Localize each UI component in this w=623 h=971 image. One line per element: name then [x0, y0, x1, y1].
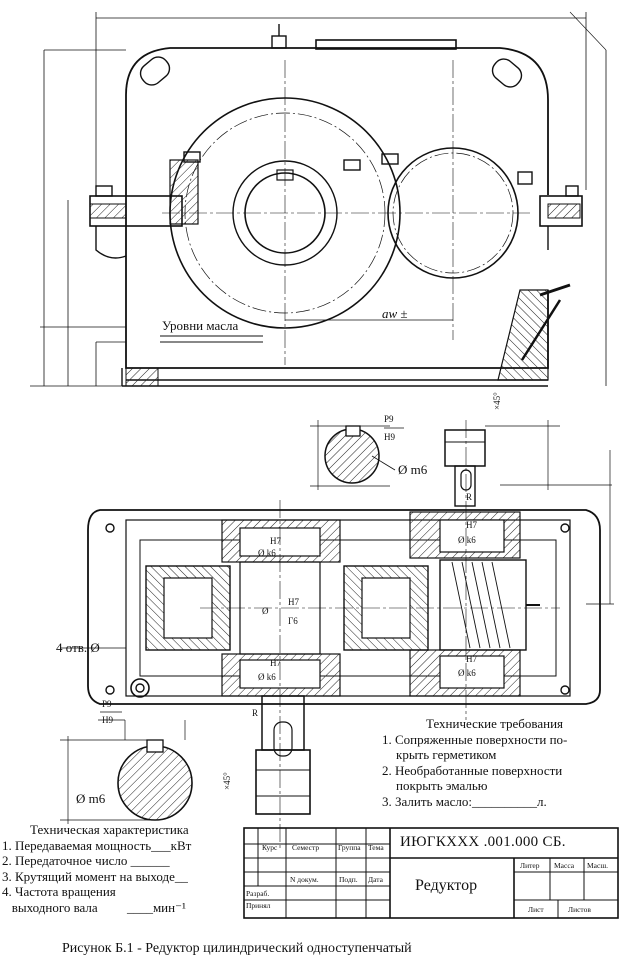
tech-char-5: выходного вала ____мин⁻¹ — [2, 899, 186, 915]
p9-label-top: P9 — [384, 414, 394, 424]
m6-label-bottom: Ø m6 — [76, 791, 106, 806]
tech-req-1a: 1. Сопряженные поверхности по- — [382, 731, 568, 747]
tech-char-title: Техническая характеристика — [30, 822, 189, 837]
tech-req-2b: покрыть эмалью — [396, 778, 488, 793]
tech-characteristics: Техническая характеристика 1. Передаваем… — [2, 822, 247, 915]
document-code: ИЮГКХХХ .001.000 СБ. — [400, 834, 566, 850]
tb-mass: Масса — [554, 861, 575, 870]
tech-req-1b: крыть герметиком — [396, 747, 497, 762]
radius-label-bottom: R — [252, 708, 258, 718]
product-name: Редуктор — [415, 877, 478, 894]
diam-symbol-b: Ø — [262, 606, 269, 616]
tb-col-kurs: Курс — [262, 843, 278, 852]
tb-sheet: Лист — [528, 905, 544, 914]
title-block — [243, 827, 619, 919]
tech-char-2: 2. Передаточное число ______ — [2, 853, 170, 868]
chamfer-label-top: ×45° — [492, 392, 502, 410]
fit-h7-e: H7 — [466, 654, 477, 664]
figure-caption: Рисунок Б.1 - Редуктор цилиндрический од… — [62, 941, 412, 956]
fit-k6-e: Ø k6 — [458, 668, 476, 678]
tb-sheets: Листов — [568, 905, 591, 914]
fit-g6-b: Г6 — [288, 616, 298, 626]
fit-h7-a: H7 — [270, 536, 281, 546]
tech-char-1: 1. Передаваемая мощность___кВт — [2, 837, 192, 853]
fit-k6-a: Ø k6 — [258, 548, 276, 558]
m6-label-top: Ø m6 — [398, 462, 428, 477]
tb-col-podp: Подп. — [339, 875, 358, 884]
tb-col-ndokum: N докум. — [290, 875, 319, 884]
tech-req-3: 3. Залить масло:__________л. — [382, 793, 547, 809]
tb-role-prinyal: Принял — [246, 901, 271, 910]
key-section-top — [310, 420, 612, 507]
chamfer-label-bottom: ×45° — [222, 772, 232, 790]
center-distance-label: aw ± — [382, 306, 408, 321]
tb-role-razrab: Разраб. — [246, 889, 269, 898]
fit-h7-c: H7 — [270, 658, 281, 668]
key-section-bottom — [60, 719, 193, 824]
tech-req-2a: 2. Необработанные поверхности — [382, 762, 563, 778]
fit-h7-d: H7 — [466, 520, 477, 530]
h9-label-top: H9 — [384, 432, 395, 442]
holes-label: 4 отв. Ø — [56, 640, 100, 655]
tech-char-4: 4. Частота вращения — [2, 884, 116, 899]
tech-requirements: Технические требования 1. Сопряженные по… — [382, 716, 567, 809]
radius-label-top: R — [466, 492, 472, 502]
p9-label-bottom: P9 — [102, 699, 112, 709]
h9-label-bottom: H9 — [102, 715, 113, 725]
oil-level-label: Уровни масла — [162, 318, 239, 333]
front-view — [30, 11, 607, 387]
tb-col-data: Дата — [368, 875, 384, 884]
tech-requirements-title: Технические требования — [426, 716, 564, 731]
tech-char-3: 3. Крутящий момент на выходе__ — [2, 868, 188, 884]
fit-h7-b: H7 — [288, 597, 299, 607]
tb-col-tema: Тема — [368, 843, 384, 852]
tb-liter: Литер — [520, 861, 540, 870]
fit-k6-c: Ø k6 — [258, 672, 276, 682]
fit-labels: H7 Ø k6 H7 Ø Г6 H7 Ø k6 H7 Ø k6 H7 Ø k6 — [258, 520, 477, 682]
tb-col-semestr: Семестр — [292, 843, 319, 852]
tb-scale: Масш. — [587, 861, 608, 870]
plan-section — [60, 420, 614, 850]
tb-col-gruppa: Группа — [338, 843, 361, 852]
fit-k6-d: Ø k6 — [458, 535, 476, 545]
